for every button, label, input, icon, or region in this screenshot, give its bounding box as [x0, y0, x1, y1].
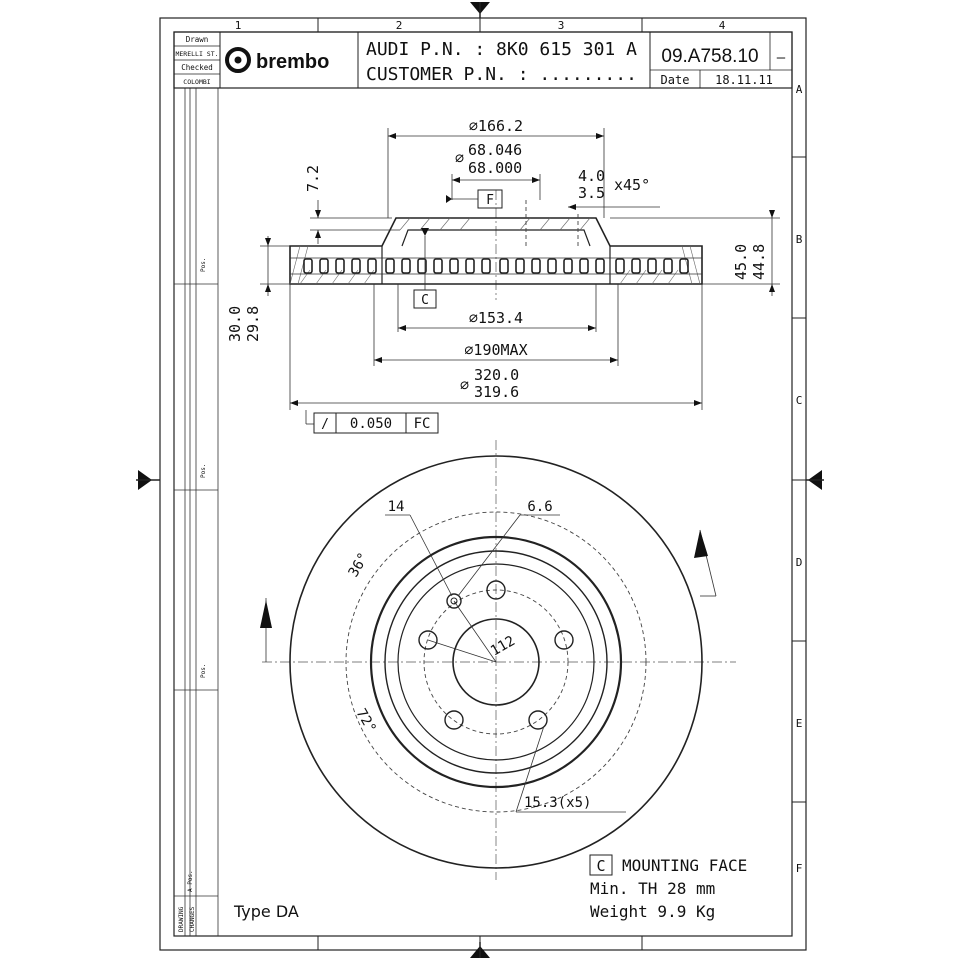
date-value: 18.11.11 [715, 73, 773, 87]
dim-inner-diameter: ∅153.4 [469, 309, 523, 327]
section-view: ∅166.2 ∅ 68.046 68.000 4.0 3.5 x45° 7.2 … [226, 117, 780, 434]
row-label-e: E [796, 717, 803, 730]
datum-c: C [421, 293, 429, 308]
dim-chamfer-b: 3.5 [578, 184, 605, 202]
dim-bore-min: 68.000 [468, 159, 522, 177]
row-label-c: C [796, 394, 803, 407]
cooling-vanes [290, 257, 702, 275]
revision-strip: Pos. Pos. Pos. A Pos. CHANGES DRAWING [174, 88, 219, 936]
tol-symbol: / [321, 417, 329, 432]
row-label-b: B [796, 233, 803, 246]
side-tab-pos-2: Pos. [200, 464, 207, 478]
notes: C MOUNTING FACE Min. TH 28 mm Weight 9.9… [233, 854, 747, 921]
dim-6-6: 6.6 [527, 499, 552, 515]
side-tab-pos-1: Pos. [200, 258, 207, 272]
friction-ring-inner-edge [369, 535, 623, 789]
pcd-112: 112 [488, 633, 518, 660]
customer-part-number: CUSTOMER P.N. : ......... [366, 64, 637, 85]
drawing-number: 09.A758.10 [661, 46, 758, 67]
runout-tolerance-frame: / 0.050 FC [305, 410, 439, 434]
dim-bore-max: 68.046 [468, 141, 522, 159]
note-mounting-face: MOUNTING FACE [622, 856, 747, 875]
note-min-thickness: Min. TH 28 mm [590, 879, 715, 898]
dim-14: 14 [388, 499, 405, 515]
dim-chamfer-angle: x45° [614, 176, 650, 194]
dim-hat-thickness: 7.2 [304, 165, 322, 192]
section-hatching [289, 217, 701, 285]
drawn-label: Drawn [186, 35, 209, 44]
drawn-by: MERELLI ST. [175, 50, 218, 58]
center-bore [452, 618, 540, 706]
checked-label: Checked [181, 63, 213, 72]
title-block: Drawn MERELLI ST. Checked COLOMBI brembo… [173, 31, 793, 89]
dim-190-max: ∅190MAX [464, 341, 527, 359]
side-tab-drawing: DRAWING [178, 906, 185, 932]
row-label-a: A [796, 83, 803, 96]
row-label-f: F [796, 862, 803, 875]
brembo-logo: brembo [225, 47, 329, 73]
angle-36: 36° [346, 550, 373, 580]
section-arrow-left-icon [260, 600, 272, 628]
col-label-4: 4 [719, 19, 726, 32]
dim-od-min: 319.6 [474, 383, 519, 401]
col-label-1: 1 [235, 19, 242, 32]
brand-name: brembo [256, 51, 329, 73]
oem-part-number: AUDI P.N. : 8K0 615 301 A [366, 39, 637, 60]
section-arrow-right-icon [694, 530, 708, 558]
side-tab-a-pos: A Pos. [187, 870, 194, 892]
dim-bore-dia-symbol: ∅ [455, 149, 464, 167]
note-mounting-ref: C [596, 857, 605, 875]
revision-box: – [777, 50, 786, 66]
side-tab-changes: CHANGES [189, 906, 196, 932]
front-view: 14 6.6 36° 112 72° 15.3(x5) [260, 440, 736, 880]
note-weight: Weight 9.9 Kg [590, 902, 715, 921]
bolt-holes-spec: 15.3(x5) [524, 795, 591, 811]
grid-labels: 1 2 3 4 A B C D E F [235, 19, 803, 875]
dim-height-min: 44.8 [750, 244, 768, 280]
dim-hat-diameter: ∅166.2 [469, 117, 523, 135]
dim-thickness-min: 29.8 [244, 306, 262, 342]
dim-od-max: 320.0 [474, 366, 519, 384]
date-label: Date [661, 73, 690, 87]
pitch-circle [423, 589, 569, 735]
col-label-3: 3 [558, 19, 565, 32]
bolt-holes [418, 580, 574, 730]
checked-by: COLOMBI [183, 78, 210, 86]
tol-value: 0.050 [350, 416, 392, 432]
side-tab-pos-3: Pos. [200, 664, 207, 678]
tol-reference: FC [414, 416, 431, 432]
row-label-d: D [796, 556, 803, 569]
locating-hole [446, 593, 462, 609]
dim-thickness-max: 30.0 [226, 306, 244, 342]
dim-height-max: 45.0 [732, 244, 750, 280]
angle-72: 72° [353, 706, 380, 736]
dim-chamfer-a: 4.0 [578, 167, 605, 185]
col-label-2: 2 [396, 19, 403, 32]
disc-outer-edge [289, 455, 703, 869]
datum-f: F [486, 193, 494, 208]
note-type: Type DA [233, 902, 299, 921]
dim-od-symbol: ∅ [460, 376, 469, 394]
